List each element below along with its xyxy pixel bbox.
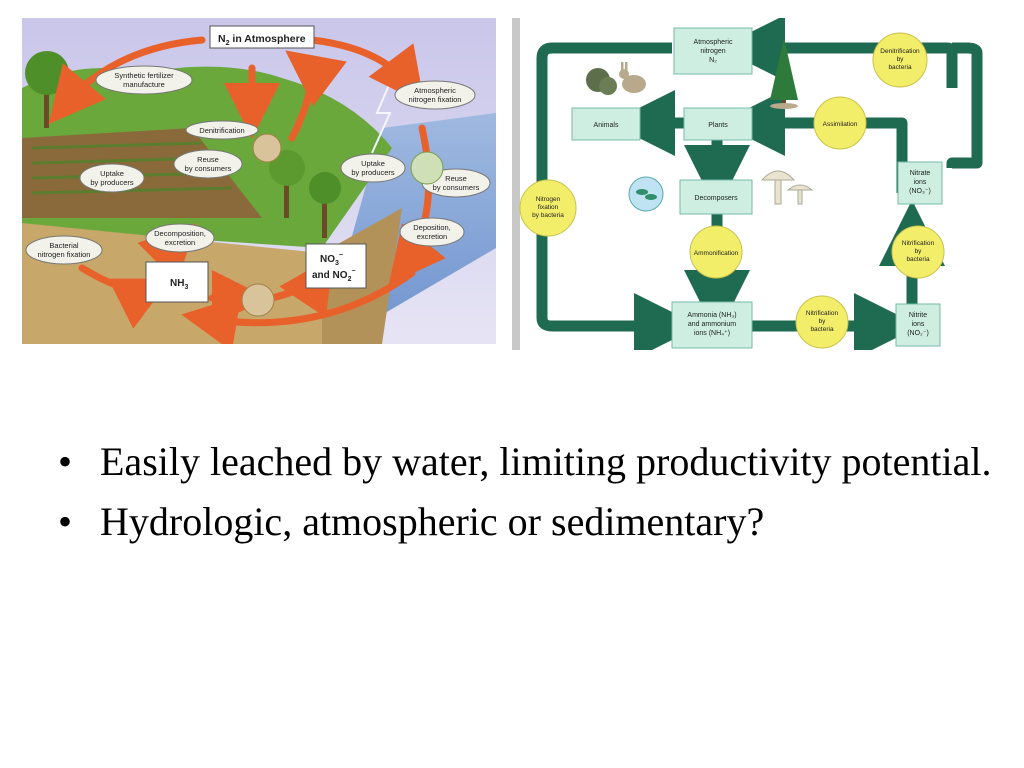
- svg-text:by consumers: by consumers: [185, 164, 232, 173]
- svg-text:Denitrification: Denitrification: [199, 126, 244, 135]
- svg-text:Reuse: Reuse: [197, 155, 219, 164]
- box-decomposers: Decomposers: [679, 179, 753, 215]
- label-bacterial-fixation: Bacterial nitrogen fixation: [25, 235, 103, 265]
- svg-text:by: by: [915, 248, 923, 255]
- microbe-icon: [241, 283, 275, 317]
- svg-text:N₂: N₂: [709, 57, 717, 64]
- box-atmospheric-nitrogen: Atmospheric nitrogen N₂: [673, 27, 753, 75]
- svg-text:ions: ions: [914, 179, 927, 186]
- svg-text:Nitrite: Nitrite: [909, 312, 927, 319]
- svg-text:(NO₂⁻): (NO₂⁻): [907, 330, 929, 337]
- svg-text:bacteria: bacteria: [906, 256, 930, 263]
- tree-icon: [770, 38, 798, 109]
- svg-text:nitrogen fixation: nitrogen fixation: [409, 95, 462, 104]
- svg-text:nitrogen: nitrogen: [700, 48, 725, 55]
- svg-text:Deposition,: Deposition,: [413, 223, 451, 232]
- bullet-dot: •: [58, 499, 73, 544]
- box-nitrate: Nitrate ions (NO₃⁻): [897, 161, 943, 205]
- svg-text:Ammonia (NH₃): Ammonia (NH₃): [687, 312, 736, 319]
- svg-text:Uptake: Uptake: [100, 169, 124, 178]
- nitrogen-cycle-flowchart: Atmospheric nitrogen N₂ Animals Plants D…: [512, 18, 1002, 350]
- svg-text:Uptake: Uptake: [361, 159, 385, 168]
- svg-text:Decomposition,: Decomposition,: [154, 229, 206, 238]
- svg-text:ions (NH₄⁺): ions (NH₄⁺): [694, 330, 730, 337]
- svg-text:Animals: Animals: [594, 122, 619, 129]
- svg-text:bacteria: bacteria: [810, 326, 834, 333]
- label-decomposition: Decomposition, excretion: [145, 223, 215, 253]
- svg-text:excretion: excretion: [417, 232, 447, 241]
- svg-text:by producers: by producers: [351, 168, 395, 177]
- svg-text:Denitrification: Denitrification: [880, 48, 920, 55]
- no3-label: NO3−: [320, 252, 343, 267]
- circle-nitrogen-fixation: Nitrogen fixation by bacteria: [519, 179, 577, 237]
- shrub-icon: [586, 68, 617, 95]
- svg-text:Synthetic fertilizer: Synthetic fertilizer: [114, 71, 174, 80]
- bullet-text: Hydrologic, atmospheric or sedimentary?: [100, 499, 765, 544]
- box-animals: Animals: [571, 107, 641, 141]
- svg-text:Reuse: Reuse: [445, 174, 467, 183]
- svg-text:Nitrification: Nitrification: [902, 240, 935, 247]
- bullet-dot: •: [58, 439, 73, 484]
- bullet-item: • Hydrologic, atmospheric or sedimentary?: [58, 498, 998, 546]
- circle-ammonification: Ammonification: [689, 225, 743, 279]
- svg-text:by consumers: by consumers: [433, 183, 480, 192]
- circle-nitrification-right: Nitrification by bacteria: [891, 225, 945, 279]
- circle-nitrification-bottom: Nitrification by bacteria: [795, 295, 849, 349]
- svg-text:Bacterial: Bacterial: [49, 241, 79, 250]
- svg-text:(NO₃⁻): (NO₃⁻): [909, 188, 931, 195]
- bacteria-icon: [628, 176, 664, 212]
- svg-text:nitrogen fixation: nitrogen fixation: [38, 250, 91, 259]
- box-ammonia: Ammonia (NH₃) and ammonium ions (NH₄⁺): [671, 301, 753, 349]
- svg-text:excretion: excretion: [165, 238, 195, 247]
- svg-text:Nitrate: Nitrate: [910, 170, 931, 177]
- label-uptake-left: Uptake by producers: [79, 163, 145, 193]
- nitrogen-cycle-illustration: N2 in Atmosphere Synthetic fertilizer ma…: [22, 18, 496, 344]
- label-uptake-right: Uptake by producers: [340, 153, 406, 183]
- bullet-list: • Easily leached by water, limiting produ…: [58, 438, 998, 558]
- n2-atmosphere-box: [209, 25, 315, 49]
- label-fertilizer: Synthetic fertilizer manufacture: [95, 65, 193, 95]
- nh3-label: NH3: [170, 278, 188, 291]
- svg-text:Atmospheric: Atmospheric: [414, 86, 456, 95]
- label-deposition: Deposition, excretion: [399, 217, 465, 247]
- svg-text:fixation: fixation: [538, 204, 559, 211]
- cycle-arrows: [48, 36, 446, 344]
- svg-text:Decomposers: Decomposers: [694, 195, 738, 202]
- nh3-box: [145, 261, 209, 303]
- svg-text:Ammonification: Ammonification: [694, 250, 739, 257]
- svg-text:Nitrogen: Nitrogen: [536, 196, 561, 203]
- svg-text:by: by: [897, 56, 905, 63]
- box-plants: Plants: [683, 107, 753, 141]
- label-atmospheric-fixation: Atmospheric nitrogen fixation: [394, 80, 476, 110]
- svg-text:bacteria: bacteria: [888, 64, 912, 71]
- circle-denitrification: Denitrification by bacteria: [872, 32, 928, 88]
- left-border-shadow: [512, 18, 520, 350]
- no2-label: and NO2−: [312, 268, 356, 283]
- svg-text:Assimilation: Assimilation: [823, 121, 858, 128]
- mushroom-icon: [760, 170, 814, 205]
- svg-text:Nitrification: Nitrification: [806, 310, 839, 317]
- circle-assimilation: Assimilation: [813, 96, 867, 150]
- label-denitrification: Denitrification: [185, 120, 259, 140]
- bullet-text: Easily leached by water, limiting produc…: [100, 439, 992, 484]
- svg-text:manufacture: manufacture: [123, 80, 165, 89]
- svg-text:Atmospheric: Atmospheric: [694, 39, 733, 46]
- bullet-item: • Easily leached by water, limiting produ…: [58, 438, 998, 486]
- svg-text:by: by: [819, 318, 827, 325]
- svg-text:by producers: by producers: [90, 178, 134, 187]
- rabbit-icon: [619, 62, 646, 93]
- svg-text:by bacteria: by bacteria: [532, 212, 564, 219]
- microbe-icon: [252, 133, 282, 163]
- svg-text:Plants: Plants: [708, 122, 728, 129]
- box-nitrite: Nitrite ions (NO₂⁻): [895, 303, 941, 347]
- microbe-icon: [410, 151, 444, 185]
- svg-text:and ammonium: and ammonium: [688, 321, 736, 328]
- n2-atmosphere-label: N2 in Atmosphere: [218, 33, 306, 47]
- svg-text:ions: ions: [912, 321, 925, 328]
- label-reuse-left: Reuse by consumers: [173, 149, 243, 179]
- no3-no2-box: [305, 243, 367, 289]
